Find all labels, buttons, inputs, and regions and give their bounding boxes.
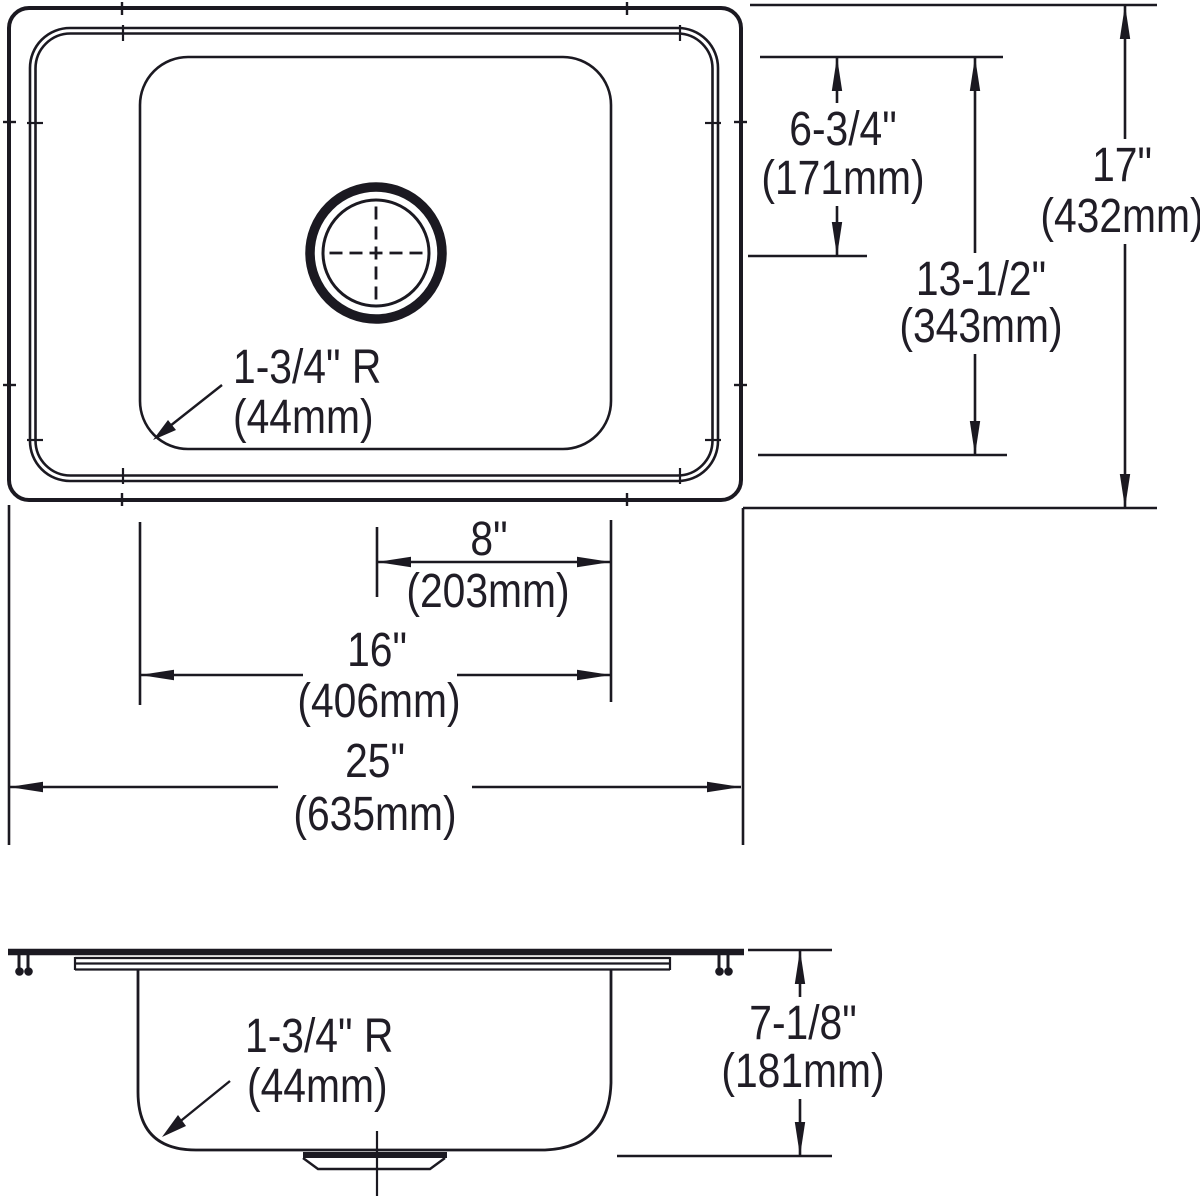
bowl-section bbox=[136, 970, 613, 1152]
top-radius-leader bbox=[153, 384, 223, 440]
mounting-clip-right bbox=[715, 955, 733, 976]
dim-drain-from-back-inches: 6-3/4" bbox=[773, 103, 913, 157]
dim-overall-left-to-right-mm: (635mm) bbox=[293, 788, 457, 841]
rim-inner-contour-outer bbox=[28, 26, 720, 483]
dim-bowl-left-to-right-inches: 16" bbox=[347, 624, 407, 677]
bottom-dimensions bbox=[7, 505, 745, 845]
outer-edge-ticks bbox=[3, 2, 747, 506]
drain-outer-ring bbox=[305, 182, 447, 324]
top-radius-label-mm: (44mm) bbox=[233, 391, 374, 444]
dim-drain-from-back-mm: (171mm) bbox=[740, 152, 946, 206]
side-radius-leader bbox=[162, 1080, 231, 1137]
rim-contour-ticks bbox=[27, 25, 721, 484]
mounting-clip-left bbox=[15, 955, 33, 976]
sink-outer-edge bbox=[7, 6, 743, 502]
drain-fitting bbox=[302, 1131, 447, 1196]
rim-profile bbox=[73, 956, 672, 971]
rim-inner-contour-inner bbox=[34, 32, 714, 477]
dim-sink-depth-mm: (181mm) bbox=[700, 1045, 906, 1099]
top-radius-label-inches: 1-3/4" R bbox=[233, 341, 382, 394]
dim-drain-to-bowl-edge-mm: (203mm) bbox=[406, 565, 570, 618]
dim-bowl-front-to-back-inches: 13-1/2" bbox=[897, 253, 1064, 307]
side-view bbox=[8, 948, 832, 1196]
side-radius-label-mm: (44mm) bbox=[247, 1060, 388, 1113]
dim-overall-front-to-back-inches: 17" bbox=[1080, 139, 1164, 193]
drain-centerlines bbox=[322, 199, 430, 307]
dim-drain-to-bowl-edge-inches: 8" bbox=[470, 513, 508, 566]
leader-arrowhead bbox=[162, 1115, 186, 1137]
drain-inner-circle bbox=[321, 198, 431, 308]
dim-bowl-front-to-back-mm: (343mm) bbox=[878, 300, 1084, 354]
dim-overall-front-to-back-mm: (432mm) bbox=[1019, 190, 1200, 244]
side-radius-label-inches: 1-3/4" R bbox=[245, 1010, 394, 1063]
leader-arrowhead bbox=[153, 420, 176, 440]
bowl-edge bbox=[138, 55, 613, 451]
top-view bbox=[3, 2, 747, 506]
dim-bowl-left-to-right-mm: (406mm) bbox=[297, 675, 461, 728]
dim-sink-depth-inches: 7-1/8" bbox=[733, 997, 873, 1051]
dim-overall-left-to-right-inches: 25" bbox=[345, 735, 405, 788]
drain bbox=[305, 182, 447, 324]
